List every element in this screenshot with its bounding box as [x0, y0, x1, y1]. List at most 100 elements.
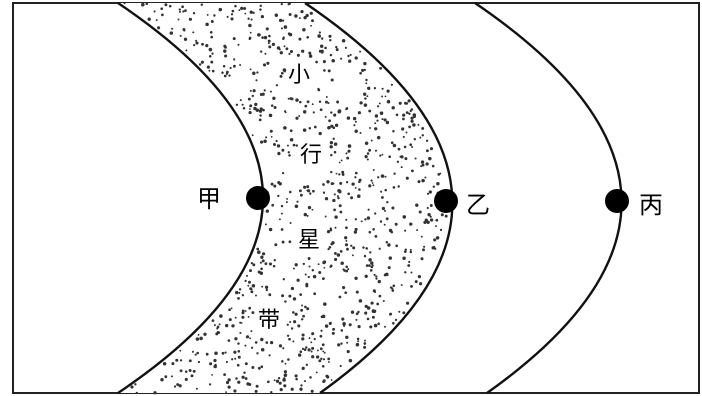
asteroid-speck — [320, 335, 323, 338]
asteroid-speck — [427, 207, 429, 209]
asteroid-speck — [419, 282, 422, 285]
asteroid-speck — [219, 323, 221, 325]
asteroid-speck — [327, 248, 329, 250]
asteroid-speck — [231, 307, 233, 309]
asteroid-speck — [323, 192, 325, 194]
asteroid-speck — [330, 141, 333, 144]
asteroid-speck — [256, 352, 258, 354]
asteroid-speck — [260, 141, 263, 144]
asteroid-speck — [403, 215, 407, 219]
asteroid-speck — [322, 350, 324, 352]
asteroid-speck — [233, 389, 236, 392]
asteroid-speck — [370, 179, 372, 181]
asteroid-speck — [430, 218, 433, 221]
asteroid-speck — [302, 348, 304, 350]
asteroid-speck — [306, 307, 309, 310]
asteroid-speck — [156, 19, 158, 21]
asteroid-speck — [345, 266, 348, 269]
asteroid-speck — [344, 291, 347, 294]
asteroid-speck — [171, 375, 173, 377]
planet-bing — [605, 189, 629, 213]
asteroid-speck — [318, 271, 321, 274]
asteroid-speck — [417, 124, 419, 126]
asteroid-speck — [262, 109, 265, 112]
asteroid-speck — [339, 162, 341, 164]
asteroid-speck — [335, 227, 337, 229]
asteroid-speck — [333, 209, 336, 212]
asteroid-speck — [322, 183, 325, 186]
asteroid-speck — [213, 359, 216, 362]
asteroid-speck — [289, 321, 291, 323]
asteroid-speck — [311, 390, 314, 393]
asteroid-speck — [178, 19, 180, 21]
asteroid-speck — [271, 136, 273, 138]
asteroid-speck — [311, 355, 314, 358]
asteroid-speck — [318, 263, 320, 265]
asteroid-speck — [303, 16, 306, 19]
asteroid-speck — [410, 285, 413, 288]
asteroid-speck — [260, 338, 263, 341]
asteroid-speck — [246, 335, 249, 338]
asteroid-speck — [288, 3, 290, 5]
asteroid-speck — [217, 331, 220, 334]
asteroid-belt-region — [118, 3, 452, 393]
asteroid-speck — [330, 111, 332, 113]
asteroid-speck — [381, 196, 384, 199]
asteroid-speck — [415, 204, 418, 207]
asteroid-speck — [335, 124, 338, 127]
asteroid-speck — [261, 365, 264, 368]
asteroid-speck — [377, 105, 379, 107]
asteroid-speck — [299, 189, 302, 192]
asteroid-speck — [365, 142, 369, 146]
asteroid-speck — [392, 284, 395, 287]
asteroid-speck — [410, 120, 413, 123]
asteroid-speck — [333, 138, 335, 140]
asteroid-speck — [398, 148, 401, 151]
asteroid-speck — [374, 122, 376, 124]
asteroid-speck — [277, 152, 280, 155]
asteroid-speck — [248, 24, 252, 28]
asteroid-speck — [160, 7, 163, 10]
asteroid-speck — [403, 136, 405, 138]
asteroid-speck — [429, 190, 432, 193]
asteroid-speck — [288, 151, 290, 153]
asteroid-speck — [259, 114, 261, 116]
asteroid-speck — [364, 97, 366, 99]
asteroid-speck — [222, 352, 225, 355]
asteroid-speck — [408, 126, 411, 129]
asteroid-speck — [224, 54, 227, 57]
asteroid-speck — [422, 134, 424, 136]
planet-yi — [434, 189, 458, 213]
asteroid-speck — [237, 297, 240, 300]
asteroid-speck — [237, 381, 240, 384]
asteroid-speck — [153, 391, 156, 394]
asteroid-speck — [367, 306, 371, 310]
asteroid-speck — [327, 102, 329, 104]
asteroid-speck — [380, 220, 382, 222]
asteroid-speck — [265, 136, 267, 138]
asteroid-speck — [252, 72, 255, 75]
asteroid-speck — [281, 3, 283, 5]
asteroid-speck — [367, 216, 370, 219]
asteroid-speck — [345, 243, 348, 246]
asteroid-speck — [229, 318, 232, 321]
asteroid-speck — [374, 127, 377, 130]
label-bing: 丙 — [639, 191, 663, 219]
asteroid-speck — [233, 58, 235, 60]
asteroid-speck — [413, 114, 416, 117]
asteroid-speck — [365, 82, 367, 84]
asteroid-speck — [161, 14, 164, 17]
asteroid-speck — [284, 373, 288, 377]
asteroid-speck — [407, 264, 410, 267]
orbit-bing — [475, 3, 622, 393]
asteroid-speck — [255, 79, 257, 81]
asteroid-speck — [266, 210, 269, 213]
asteroid-speck — [342, 39, 346, 43]
asteroid-speck — [309, 337, 311, 339]
belt-label-char-3: 星 — [298, 228, 320, 253]
asteroid-speck — [391, 289, 394, 292]
asteroid-speck — [276, 380, 279, 383]
asteroid-speck — [263, 63, 266, 66]
asteroid-speck — [273, 185, 276, 188]
asteroid-speck — [282, 378, 286, 382]
